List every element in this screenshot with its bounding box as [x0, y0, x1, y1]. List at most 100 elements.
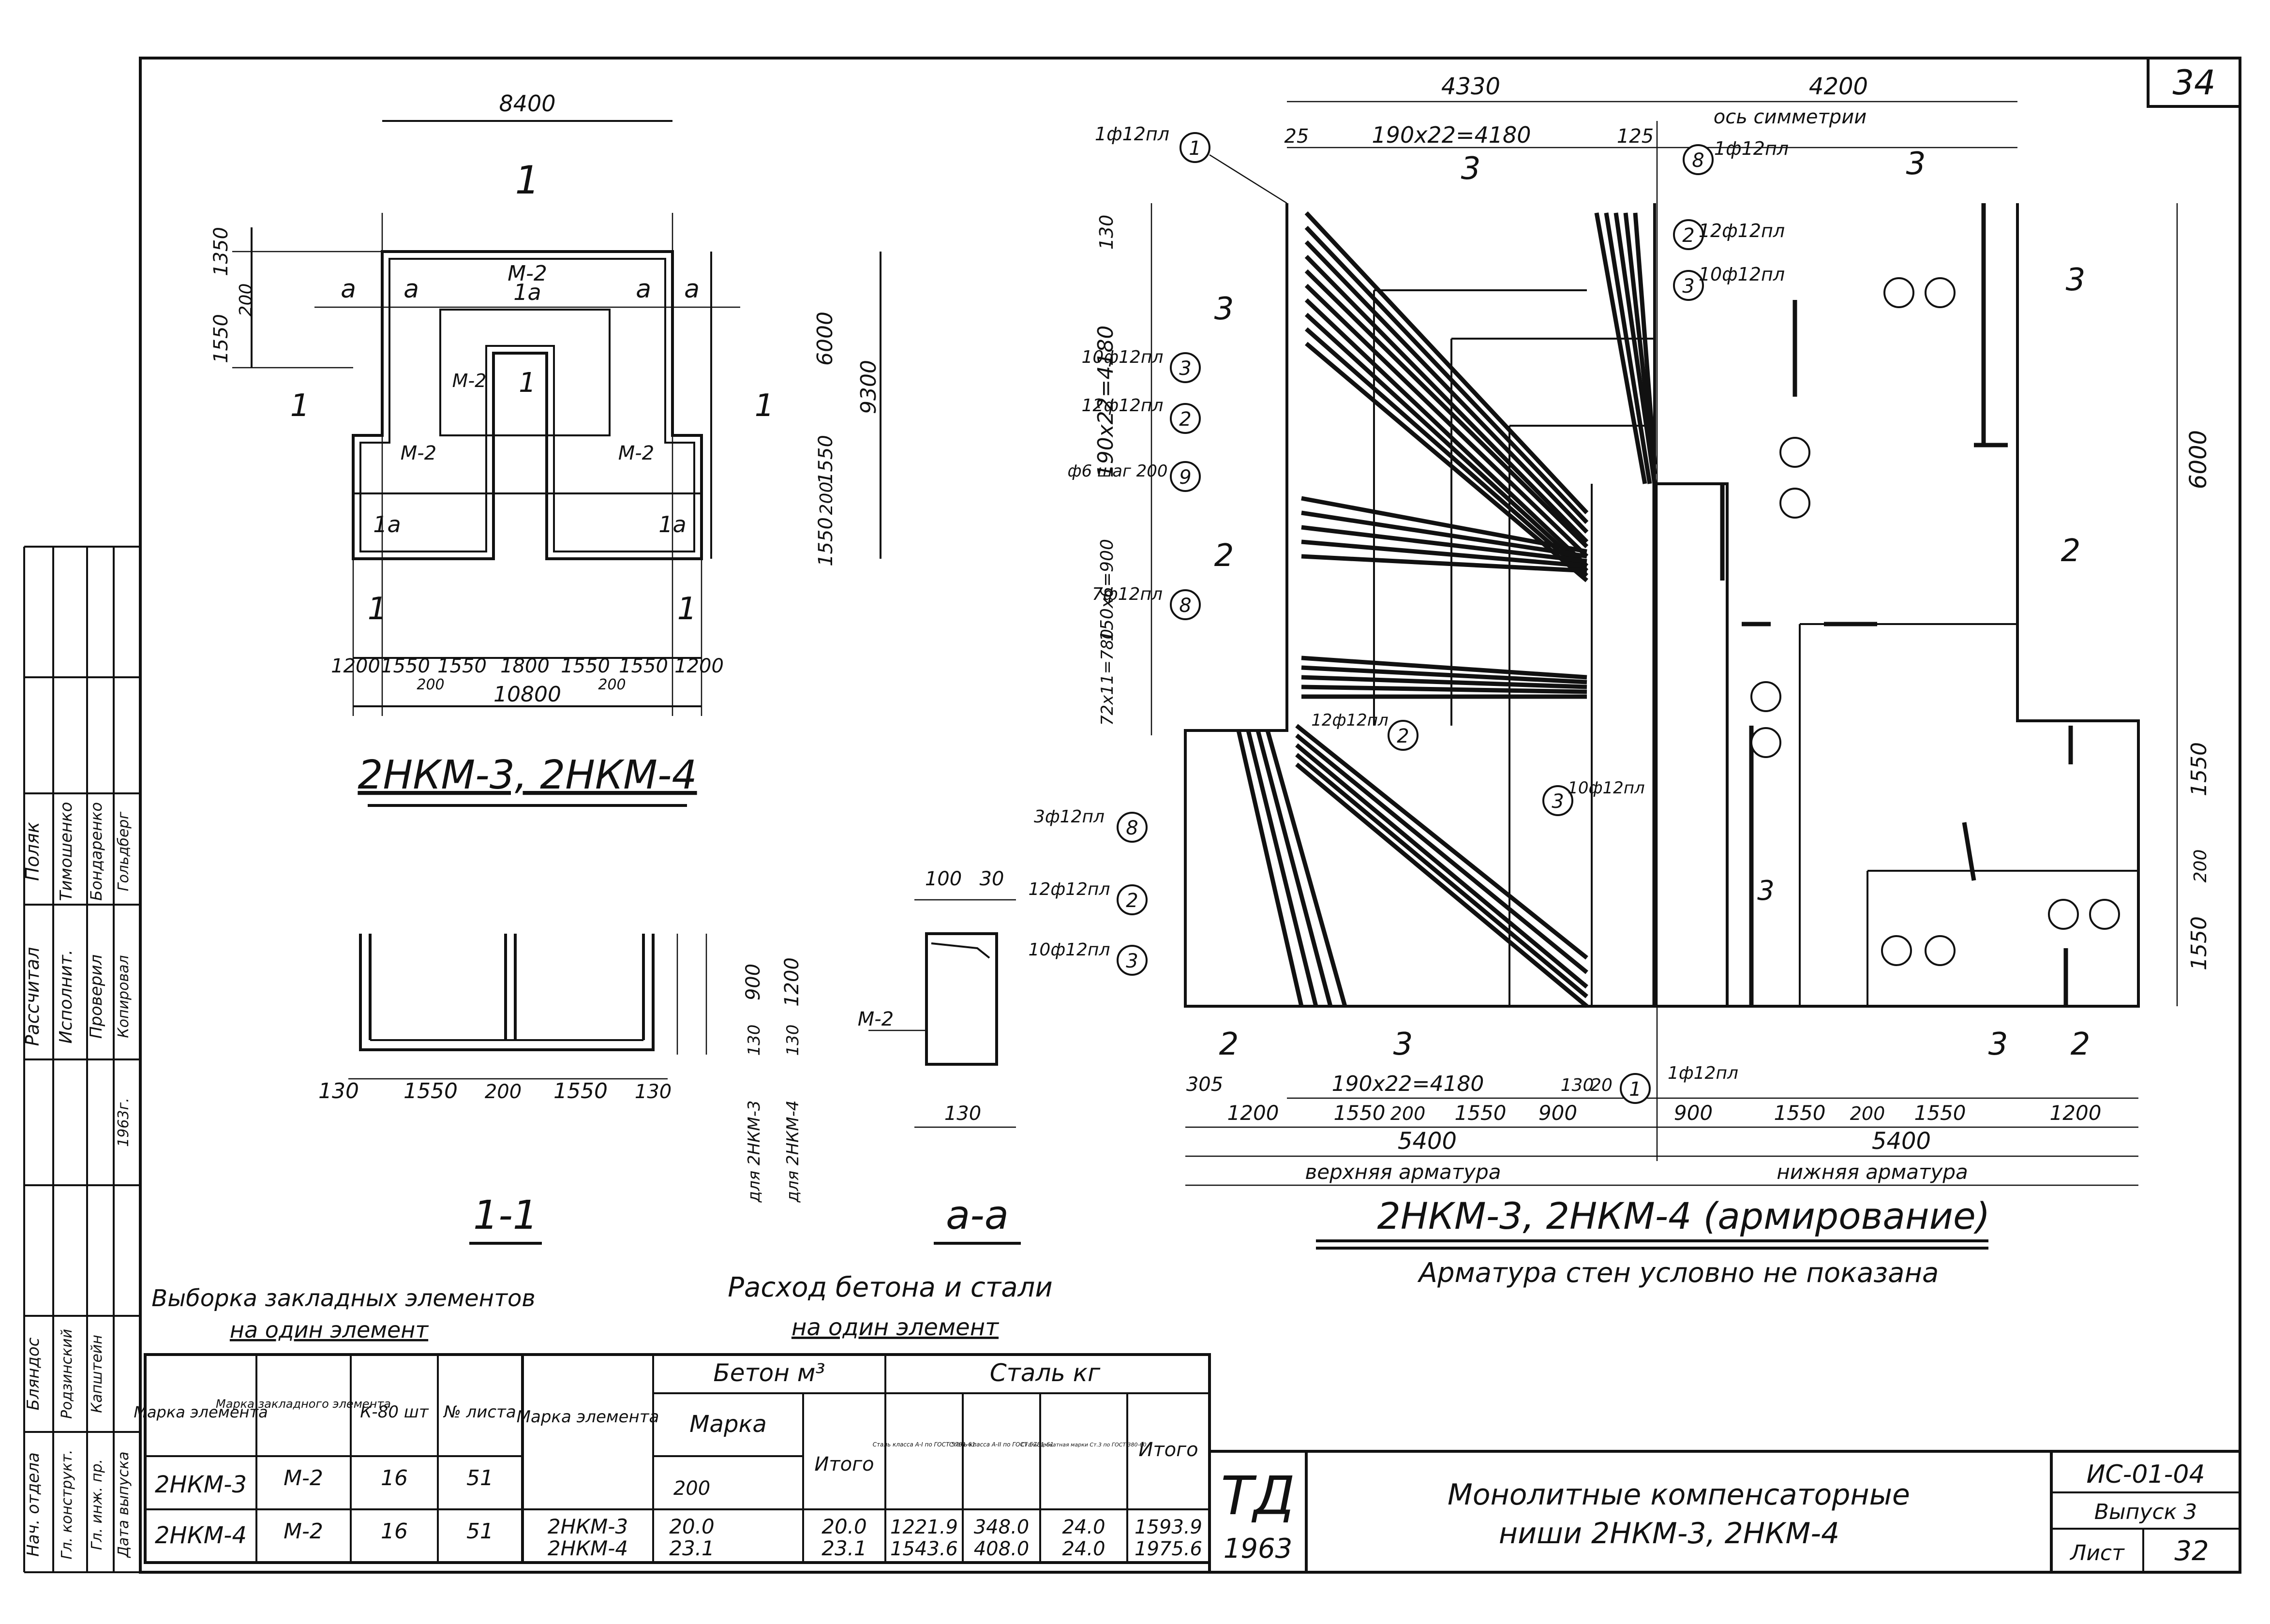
tb-logo: ТД	[1221, 1465, 1295, 1527]
reinforcement-plan	[1150, 101, 2178, 1186]
cons-r0-c1: 20.0	[669, 1515, 715, 1538]
reinf-layer-top: верхняя арматура	[1305, 1160, 1501, 1184]
cons-h-steel-0: Сталь класса А-I по ГОСТ 5781-61	[873, 1441, 976, 1448]
reinf-section-12b: 2	[2071, 1027, 2091, 1062]
cons-r1-c1: 23.1	[669, 1536, 715, 1560]
callout-2d-num: 2	[1126, 890, 1138, 912]
callout-1-text: 1ф12пл	[1095, 123, 1169, 145]
callout-3d-text: 10ф12пл	[1029, 940, 1110, 960]
sheet-number-top: 34	[2172, 63, 2215, 103]
callout-8-text: 1ф12пл	[1714, 138, 1789, 159]
reinf-note: Арматура стен условно не показана	[1418, 1257, 1939, 1289]
reinf-dim-right-0: 6000	[2185, 430, 2212, 489]
reinf-dim-left-3: 72х11=780	[1098, 629, 1117, 726]
secaa-label: M-2	[858, 1008, 894, 1030]
secaa-title: a-a	[946, 1192, 1009, 1238]
reinf-dim-bottom-7: 200	[1850, 1103, 1885, 1124]
reinf-dim-bottom-1: 1550	[1334, 1101, 1386, 1125]
emb-r1-c2: 16	[381, 1519, 408, 1544]
cons-title-1: Расход бетона и стали	[728, 1272, 1053, 1303]
stamp-r2-name: Бондаренко	[87, 802, 105, 901]
embedded-title-2: на один элемент	[230, 1317, 429, 1343]
emb-r0-c1: М-2	[284, 1466, 323, 1490]
cons-r0-c0: 2НКМ-3	[548, 1515, 628, 1538]
cons-r1-c3: 1543.6	[890, 1538, 958, 1560]
stamp-r5-role: Гл. конструкт.	[59, 1450, 75, 1560]
plan-section-1-bl: 1	[368, 591, 388, 627]
plan-label-a-left2: a	[403, 275, 419, 304]
cons-r1-c4: 408.0	[974, 1538, 1030, 1560]
stamp-r4-name: Бляндос	[24, 1337, 43, 1410]
cons-h-steel: Сталь кг	[990, 1359, 1101, 1387]
plan-dim-left-1: 200	[236, 283, 256, 317]
reinf-section-3a: 3	[1214, 291, 1234, 327]
emb-r1-c3: 51	[466, 1519, 493, 1544]
tb-name-2: ниши 2НКМ-3, 2НКМ-4	[1499, 1517, 1839, 1550]
reinf-dim-bottom-5: 900	[1674, 1101, 1713, 1125]
cons-r0-c5: 24.0	[1062, 1516, 1105, 1538]
sec11-title: 1-1	[473, 1192, 538, 1238]
reinf-layer-bottom: нижняя арматура	[1777, 1160, 1968, 1184]
callout-2b-text: 12ф12пл	[1082, 396, 1164, 416]
secaa-dim-bottom: 130	[944, 1103, 981, 1125]
plan-dim-right-4: 1550	[815, 517, 837, 566]
emb-r0-c0: 2НКМ-3	[155, 1471, 247, 1498]
secaa-dim-top-0: 100	[925, 868, 962, 890]
callout-3-num: 3	[1682, 275, 1694, 298]
callout-1b-num: 1	[1629, 1078, 1641, 1101]
reinf-dim-left-0: 130	[1096, 215, 1117, 250]
reinf-total-1: 5400	[1872, 1128, 1931, 1155]
reinf-total-0: 5400	[1398, 1128, 1457, 1155]
callouts	[1117, 132, 2120, 1104]
plan-label-m2-top: M-2	[508, 261, 547, 286]
stamp-r3-role: Копировал	[115, 955, 132, 1038]
embedded-title-1: Выборка закладных элементов	[151, 1285, 535, 1312]
reinf-dim-top-0: 4330	[1441, 73, 1500, 100]
reinf-dim-top2-0: 25	[1284, 125, 1309, 148]
plan-section-1-left: 1	[290, 388, 310, 424]
plan-label-m2-left: M-2	[401, 442, 436, 464]
reinf-section-13d: 3	[1988, 1027, 2008, 1062]
sec11-dim-3: 1550	[553, 1079, 608, 1103]
emb-r1-c1: М-2	[284, 1519, 323, 1544]
cons-h-grade: Марка	[689, 1411, 767, 1438]
tb-year: 1963	[1224, 1533, 1293, 1564]
plan-dim-total: 10800	[493, 682, 561, 707]
callout-2c-text: 12ф12пл	[1311, 711, 1389, 730]
reinf-dim-bottom-4: 900	[1538, 1101, 1577, 1125]
callout-1b-text: 1ф12пл	[1668, 1063, 1738, 1083]
sec11-dim-4: 130	[635, 1081, 672, 1103]
reinf-dim-top2-2: 125	[1617, 125, 1654, 148]
cons-r1-c6: 1975.6	[1135, 1538, 1202, 1560]
cons-h-total: Итого	[814, 1453, 874, 1475]
callout-2-text: 12ф12пл	[1699, 220, 1785, 241]
plan-dim-bottom-6: 1200	[674, 655, 724, 677]
stamp-r6-name: Капштейн	[89, 1335, 105, 1413]
sec11-note-1: для 2НКМ-4	[783, 1100, 803, 1203]
plan-dim-left-2: 1350	[210, 227, 232, 276]
plan-dim-bottom-5: 1550	[619, 655, 668, 677]
stamp-r5-name: Родзинский	[59, 1329, 75, 1419]
plan-dim-right-2: 1550	[815, 435, 837, 484]
callout-3d-num: 3	[1126, 950, 1138, 972]
cons-h-steel-1: Сталь класса А-II по ГОСТ 5781-61	[949, 1441, 1054, 1448]
plan-label-m2-right: M-2	[618, 442, 654, 464]
tb-sheet-label: Лист	[2069, 1541, 2125, 1565]
plan-section-1-c: 1	[519, 367, 536, 399]
reinf-section-3c: 3	[1757, 875, 1775, 907]
stamp-r0-name: Поляк	[22, 822, 43, 881]
stamp-r4-role: Нач. отдела	[24, 1452, 43, 1557]
plan-dim-left-0: 1550	[210, 314, 232, 363]
cons-h-steel-3: Итого	[1138, 1439, 1198, 1461]
plan-dim-bottom-2: 1550	[437, 655, 487, 677]
emb-r0-c2: 16	[381, 1466, 408, 1490]
callout-2-num: 2	[1682, 224, 1694, 247]
reinf-section-12a: 2	[1219, 1027, 1239, 1062]
sheet-frame	[139, 57, 2241, 1574]
emb-r0-c3: 51	[466, 1466, 493, 1490]
section-a-a	[868, 899, 1016, 1128]
sec11-dim-0: 130	[318, 1079, 359, 1103]
stamp-r3-name: Гольдберг	[115, 812, 132, 892]
reinf-dim-right-1: 1550	[2187, 742, 2211, 796]
